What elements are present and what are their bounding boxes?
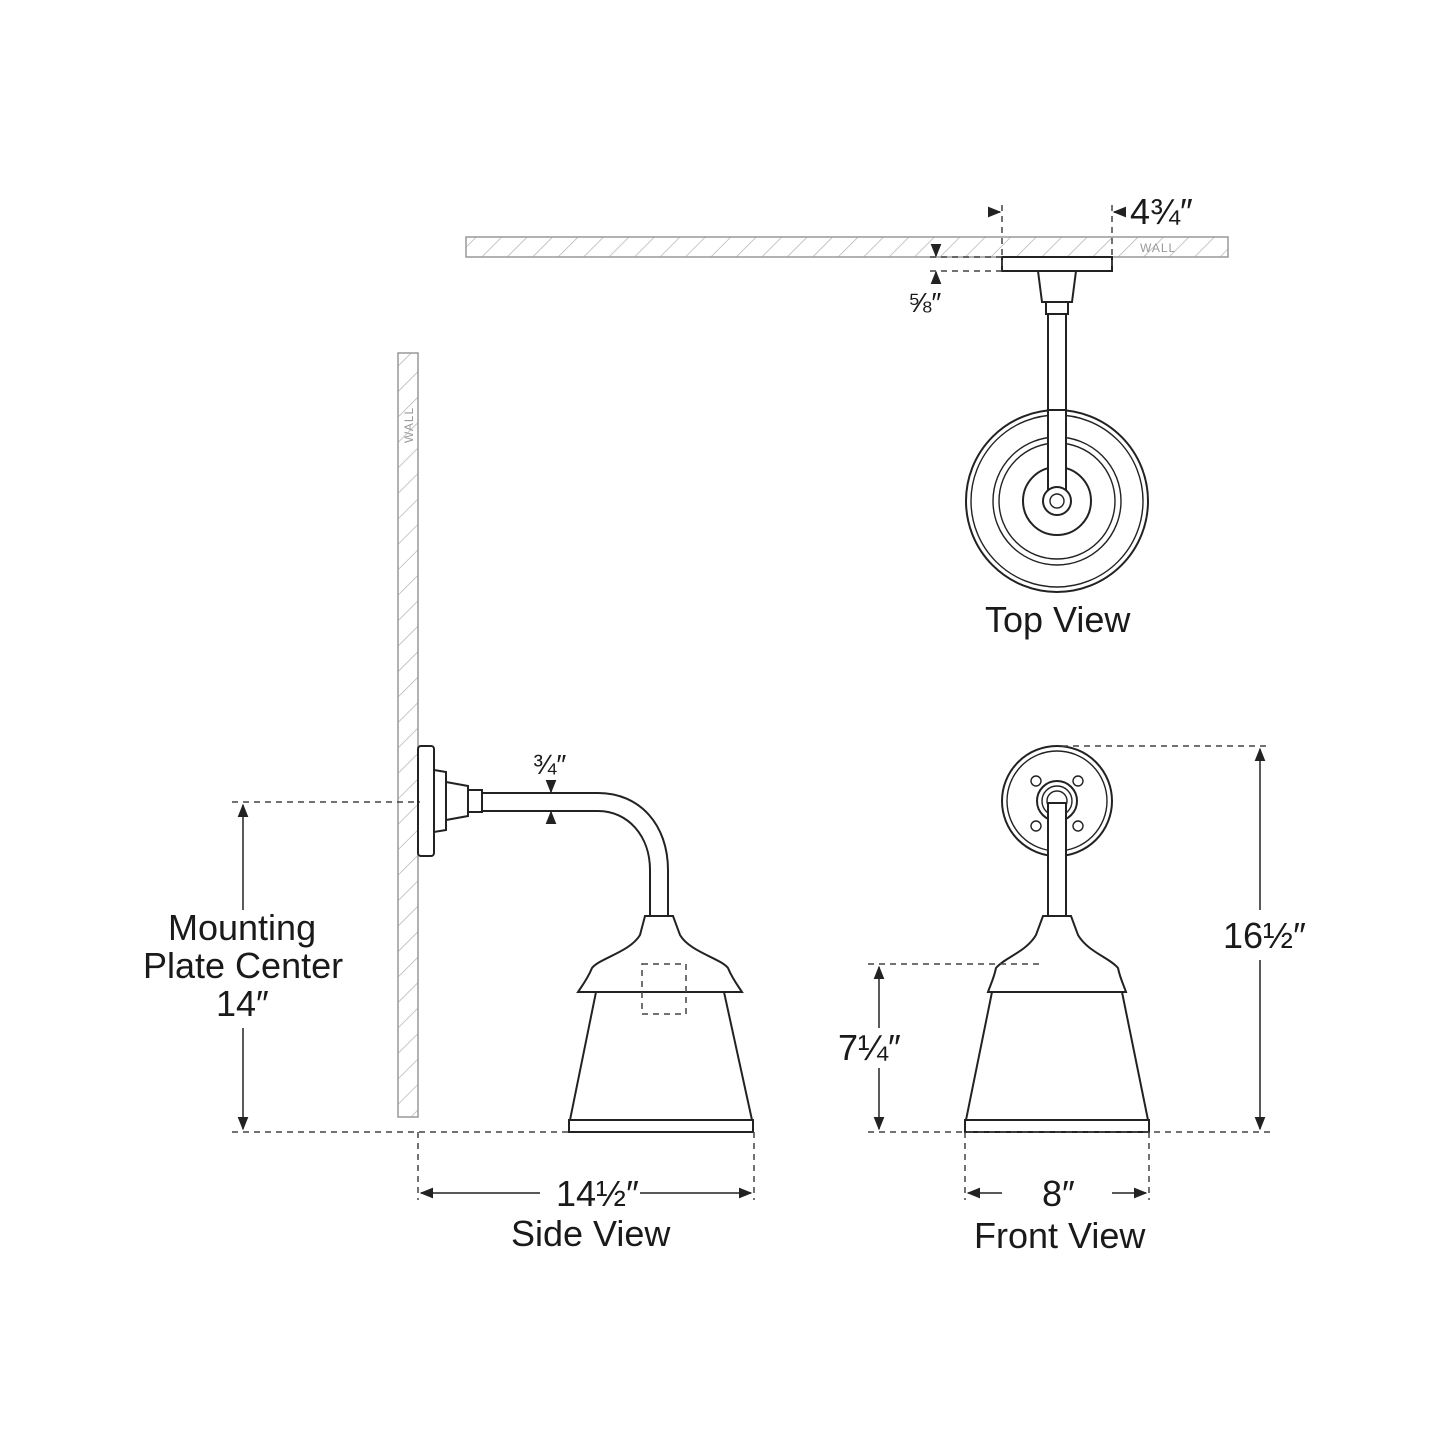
front-view-screw-1 xyxy=(1030,775,1042,787)
top-view-wall xyxy=(465,236,1229,258)
front-view-shade-cap xyxy=(986,915,1128,993)
front-view-screw-4 xyxy=(1072,820,1084,832)
side-view-wall xyxy=(397,352,419,1118)
side-view-mount-label-2: Plate Center xyxy=(143,945,343,986)
side-view-arm-collar xyxy=(467,789,483,813)
top-view-arm-fitting-collar xyxy=(1045,301,1069,315)
top-view-mounting-plate xyxy=(1001,256,1113,272)
front-view-width-value: 8″ xyxy=(1042,1173,1075,1214)
front-view-title: Front View xyxy=(974,1215,1146,1256)
front-view-screw-2 xyxy=(1072,775,1084,787)
side-view-plate-boss xyxy=(433,768,447,834)
side-view-mount-label-1: Mounting xyxy=(168,907,316,948)
side-view-shade-cap xyxy=(576,915,744,993)
side-view-title: Side View xyxy=(511,1213,671,1254)
top-view-title: Top View xyxy=(985,599,1131,640)
side-view-arm xyxy=(481,792,669,917)
top-view-plate-depth-value: ⅝″ xyxy=(908,287,941,318)
top-view-arm-over-shade xyxy=(1047,409,1067,493)
side-view-shade-rim xyxy=(568,1119,754,1133)
side-view-extension-value: 14½″ xyxy=(556,1173,639,1214)
front-view-shade-rim xyxy=(964,1119,1150,1133)
side-view-mount-value: 14″ xyxy=(216,983,269,1024)
side-view-mounting-plate xyxy=(417,745,435,857)
side-view: WALL ¾″ Mounting Plate Center 14″ 14½″ xyxy=(143,352,755,1254)
top-view-plate-width-value: 4¾″ xyxy=(1130,191,1193,232)
top-view-arm-fitting xyxy=(1036,270,1078,303)
top-view: WALL 4¾″ ⅝″ Top View xyxy=(465,191,1229,640)
top-view-socket-inner xyxy=(1049,493,1065,509)
side-view-shade-body xyxy=(568,991,754,1121)
front-view-shade-body xyxy=(964,991,1150,1121)
front-view-shade-height-value: 7¼″ xyxy=(838,1027,901,1068)
top-view-wall-label: WALL xyxy=(1140,241,1176,255)
side-view-arm-fitting xyxy=(445,780,469,822)
front-view-overall-height-value: 16½″ xyxy=(1223,915,1306,956)
side-view-hidden-socket xyxy=(641,963,687,1015)
front-view: 7¼″ 16½″ 8″ Front View xyxy=(838,745,1306,1256)
front-view-arm xyxy=(1047,802,1067,917)
side-view-wall-label: WALL xyxy=(402,407,416,443)
side-view-arm-diameter-value: ¾″ xyxy=(533,749,566,780)
top-view-socket xyxy=(1042,486,1072,516)
front-view-screw-3 xyxy=(1030,820,1042,832)
